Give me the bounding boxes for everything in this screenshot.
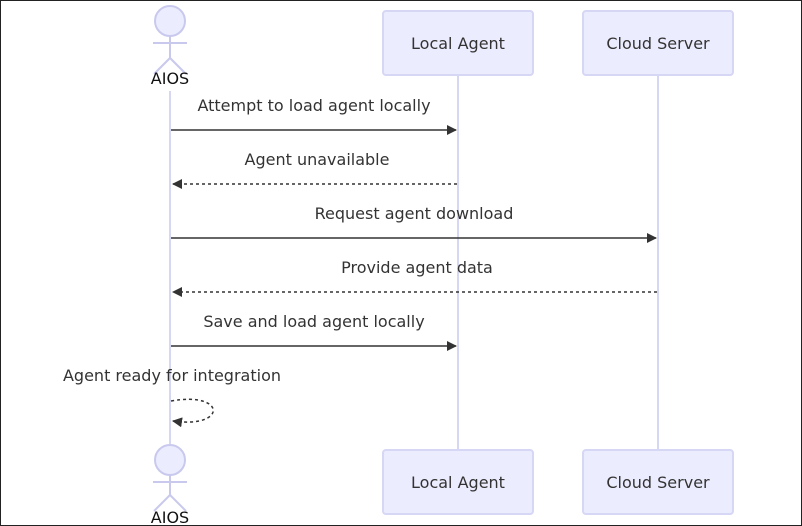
message-agent-unavailable: Agent unavailable: [172, 150, 457, 189]
actor-label: AIOS: [151, 69, 189, 88]
message-request-download: Request agent download: [171, 204, 657, 243]
participant-box: [582, 10, 734, 76]
participant-local-agent-bottom: Local Agent: [382, 449, 534, 515]
participant-label: Cloud Server: [606, 473, 710, 492]
message-label: Provide agent data: [341, 258, 493, 277]
message-attempt-load: Attempt to load agent locally: [171, 96, 457, 135]
self-loop-arrow: [170, 398, 214, 428]
participant-cloud-server-top: Cloud Server: [582, 10, 734, 76]
message-label: Attempt to load agent locally: [197, 96, 430, 115]
message-agent-ready: Agent ready for integration: [63, 366, 281, 428]
participant-box: [382, 449, 534, 515]
message-label: Agent unavailable: [245, 150, 390, 169]
actor-aios-bottom: AIOS: [151, 444, 189, 525]
participant-label: Cloud Server: [606, 34, 710, 53]
participant-cloud-server-bottom: Cloud Server: [582, 449, 734, 515]
participant-label: Local Agent: [411, 473, 505, 492]
actor-person-icon: [153, 5, 187, 75]
actor-aios-top: AIOS: [151, 5, 189, 88]
message-save-load: Save and load agent locally: [171, 312, 457, 351]
message-label: Request agent download: [315, 204, 514, 223]
message-label: Agent ready for integration: [63, 366, 281, 385]
participant-box: [582, 449, 734, 515]
actor-label: AIOS: [151, 508, 189, 525]
actor-person-icon: [153, 444, 187, 512]
participant-box: [382, 10, 534, 76]
message-provide-data: Provide agent data: [172, 258, 657, 297]
participant-local-agent-top: Local Agent: [382, 10, 534, 76]
message-label: Save and load agent locally: [203, 312, 424, 331]
participant-label: Local Agent: [411, 34, 505, 53]
